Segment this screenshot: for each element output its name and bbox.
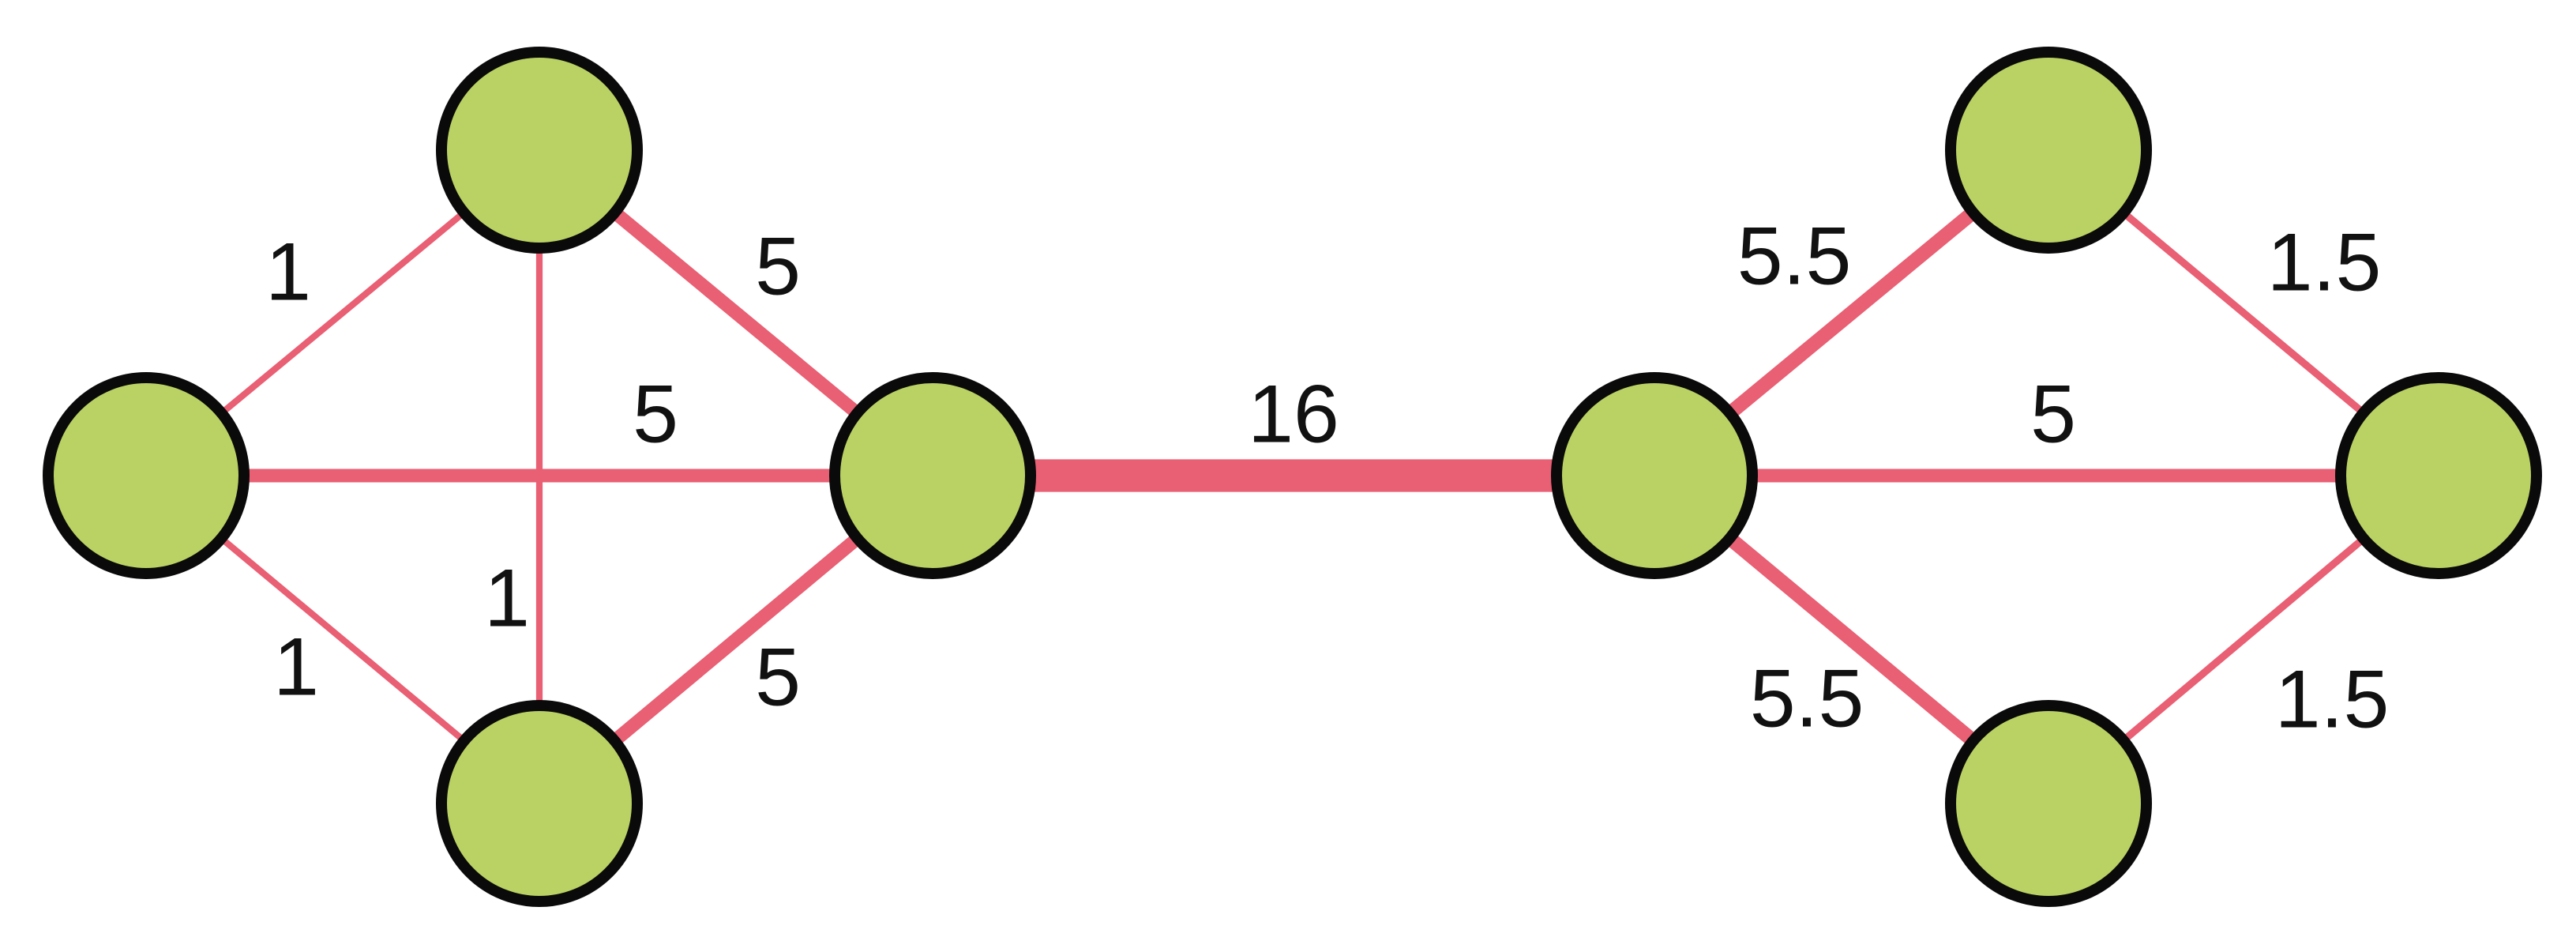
node-layer [43,47,2542,907]
edge-weight-label: 5 [633,368,678,460]
node-l-right [829,372,1036,579]
node-r-bottom [1945,700,2152,907]
edge-weight-label: 1 [265,226,311,318]
node-r-right [2335,372,2542,579]
node-l-left [43,372,250,579]
edge-weight-label: 5 [755,220,801,312]
node-l-top [436,47,643,254]
edge-weight-label: 5.5 [1737,210,1852,302]
node-r-top [1945,47,2152,254]
edge-weight-label: 5 [755,631,801,723]
edge-weight-label: 1 [273,621,319,713]
edge-weight-label: 5.5 [1750,653,1864,744]
edge-weight-label: 1.5 [2275,653,2390,745]
node-l-bottom [436,700,643,907]
edge-weight-label: 1.5 [2267,216,2382,308]
edge-weight-label: 5 [2030,368,2076,460]
edge-weight-label: 16 [1248,368,1339,460]
edge-layer [144,145,2441,809]
edge-weight-label: 1 [484,552,530,644]
node-r-left [1551,372,1758,579]
